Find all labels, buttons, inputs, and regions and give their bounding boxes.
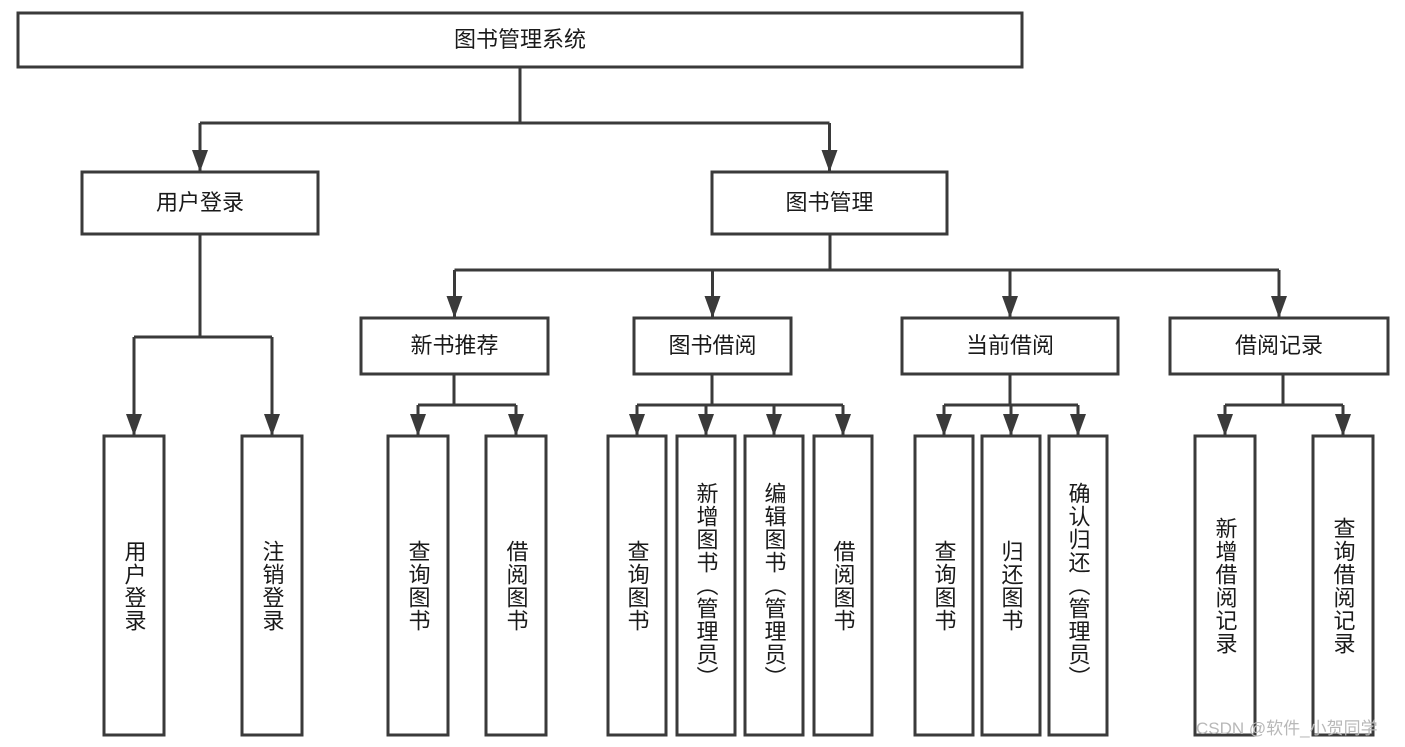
- node-label-current-borrow: 当前借阅: [966, 333, 1054, 358]
- arrow-head: [126, 414, 142, 436]
- node-label-new-book-rec: 新书推荐: [410, 333, 498, 358]
- arrow-head: [766, 414, 782, 436]
- node-box-borrow-record[interactable]: [1168, 316, 1390, 376]
- node-label-book-borrow: 图书借阅: [668, 333, 756, 358]
- node-box-current-borrow[interactable]: [900, 316, 1120, 376]
- node-box-book-borrow[interactable]: [632, 316, 793, 376]
- arrow-head: [698, 414, 714, 436]
- node-box-leaf-query-record[interactable]: [1311, 434, 1375, 737]
- arrow-head: [936, 414, 952, 436]
- arrow-head: [264, 414, 280, 436]
- arrow-head: [835, 414, 851, 436]
- node-box-leaf-query-book-current[interactable]: [913, 434, 975, 737]
- node-box-leaf-confirm-return[interactable]: [1047, 434, 1109, 737]
- arrow-head: [1335, 414, 1351, 436]
- arrow-head: [1271, 296, 1287, 318]
- csdn-watermark: CSDN @软件_小贺同学: [1196, 719, 1378, 738]
- edges-layer: [126, 67, 1351, 436]
- boxes-layer: [16, 11, 1390, 737]
- arrow-head: [192, 150, 208, 172]
- node-box-leaf-borrow-book[interactable]: [812, 434, 874, 737]
- arrow-head: [508, 414, 524, 436]
- node-box-leaf-return-book[interactable]: [980, 434, 1042, 737]
- arrow-head: [446, 296, 463, 318]
- node-box-new-book-rec[interactable]: [359, 316, 550, 376]
- node-label-root: 图书管理系统: [454, 27, 586, 52]
- arrow-head: [1003, 414, 1019, 436]
- arrow-head: [821, 150, 838, 172]
- arrow-head: [1002, 296, 1018, 318]
- node-box-leaf-query-book-rec[interactable]: [386, 434, 450, 737]
- node-label-borrow-record: 借阅记录: [1235, 333, 1323, 358]
- arrow-head: [1217, 414, 1233, 436]
- node-box-leaf-user-logout[interactable]: [240, 434, 304, 737]
- arrow-head: [704, 296, 721, 318]
- node-box-leaf-borrow-book-rec[interactable]: [484, 434, 548, 737]
- arrow-head: [1070, 414, 1086, 436]
- node-box-leaf-add-record[interactable]: [1193, 434, 1257, 737]
- node-box-user-login[interactable]: [80, 170, 320, 236]
- node-box-leaf-user-login[interactable]: [102, 434, 166, 737]
- node-box-leaf-edit-book[interactable]: [743, 434, 805, 737]
- node-box-leaf-query-book-borrow[interactable]: [606, 434, 668, 737]
- arrow-head: [629, 414, 645, 436]
- arrow-head: [410, 414, 426, 436]
- node-box-root[interactable]: [16, 11, 1024, 69]
- node-label-book-manage: 图书管理: [785, 190, 873, 215]
- node-box-leaf-add-book[interactable]: [675, 434, 737, 737]
- node-box-book-manage[interactable]: [710, 170, 949, 236]
- node-label-user-login: 用户登录: [156, 190, 244, 215]
